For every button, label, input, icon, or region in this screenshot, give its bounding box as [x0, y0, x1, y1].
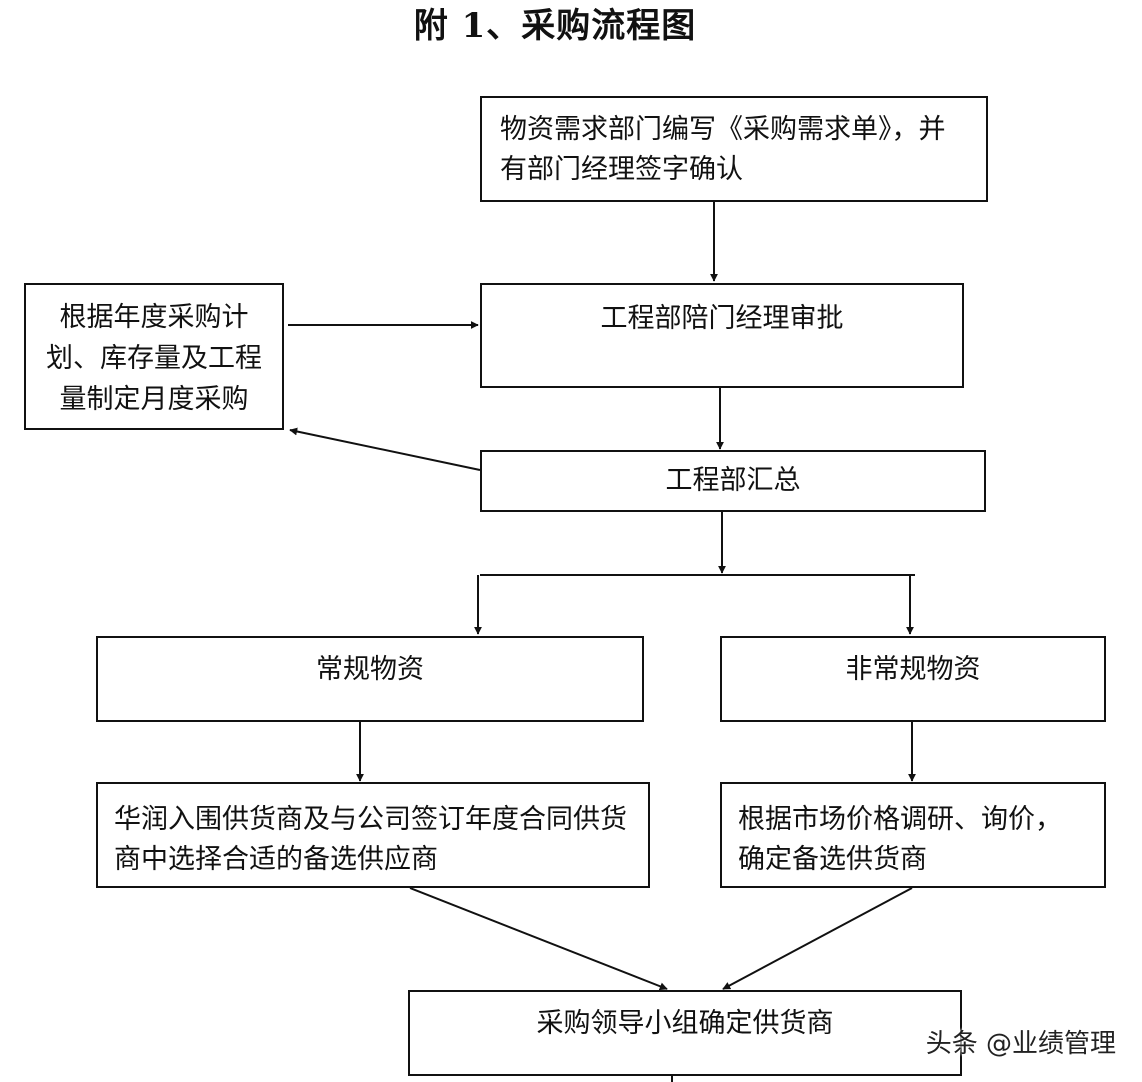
box-nonregular-supplier-selection-text: 根据市场价格调研、询价，确定备选供货商: [738, 804, 1062, 875]
box-regular-supplier-selection-text: 华润入围供货商及与公司签订年度合同供货商中选择合适的备选供应商: [114, 804, 627, 875]
box-nonregular-materials-text: 非常规物资: [845, 654, 981, 685]
box-regular-supplier-selection: 华润入围供货商及与公司签订年度合同供货商中选择合适的备选供应商: [96, 782, 650, 888]
box-monthly-plan-line: 根据年度采购计: [59, 302, 249, 333]
arrow-nonregular-select-to-final: [722, 887, 913, 990]
box-final-supplier-decision: 采购领导小组确定供货商: [408, 990, 962, 1076]
box-regular-materials-text: 常规物资: [316, 654, 424, 685]
arrow-summary-to-plan: [289, 427, 481, 471]
page-title: 附 1、采购流程图: [413, 6, 697, 46]
box-manager-approval-text: 工程部陪门经理审批: [600, 303, 844, 334]
box-nonregular-materials: 非常规物资: [720, 636, 1106, 722]
box-monthly-plan: 根据年度采购计 划、库存量及工程 量制定月度采购: [24, 283, 284, 430]
box-nonregular-supplier-selection: 根据市场价格调研、询价，确定备选供货商: [720, 782, 1106, 888]
box-monthly-plan-line: 量制定月度采购: [59, 384, 249, 415]
box-regular-materials: 常规物资: [96, 636, 644, 722]
box-request-text: 物资需求部门编写《采购需求单》，并有部门经理签字确认: [500, 114, 946, 185]
box-manager-approval: 工程部陪门经理审批: [480, 283, 964, 388]
box-summary-text: 工程部汇总: [665, 465, 801, 496]
box-monthly-plan-line: 划、库存量及工程: [46, 343, 262, 374]
box-request: 物资需求部门编写《采购需求单》，并有部门经理签字确认: [480, 96, 988, 202]
watermark: 头条 @业绩管理: [925, 1029, 1116, 1059]
box-summary: 工程部汇总: [480, 450, 986, 512]
arrow-regular-select-to-final: [409, 887, 668, 991]
box-final-supplier-decision-text: 采购领导小组确定供货商: [536, 1008, 834, 1039]
